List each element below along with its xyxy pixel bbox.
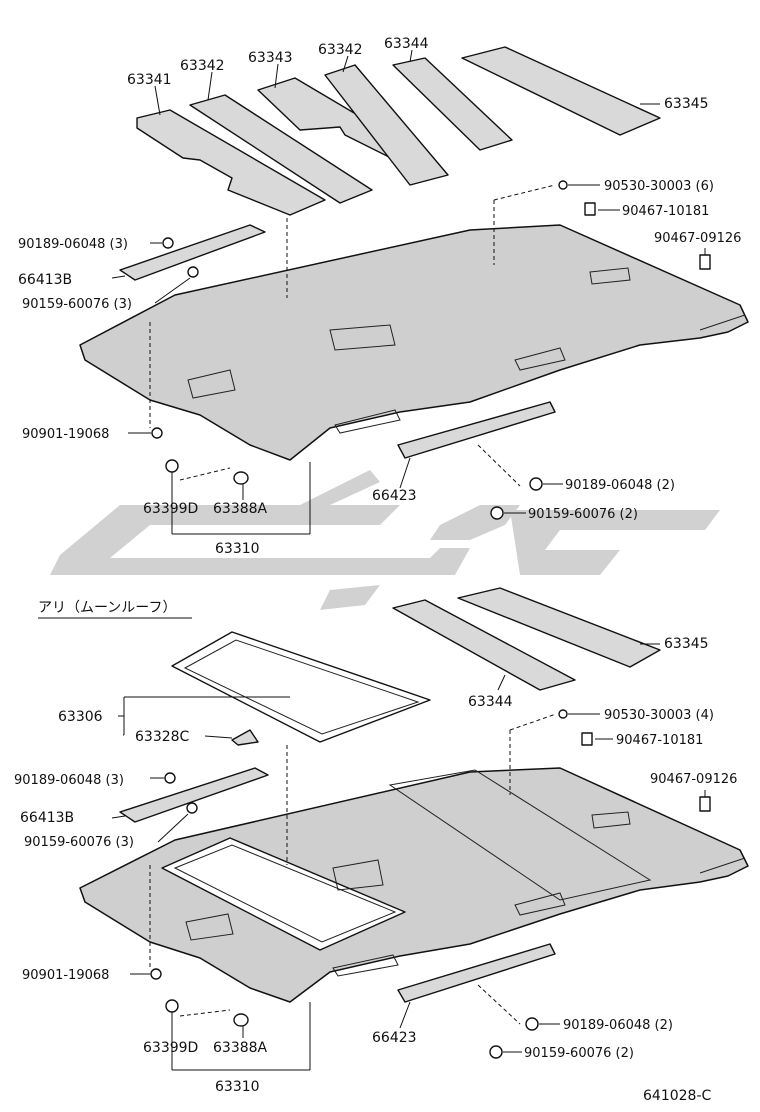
section-title: アリ（ムーンルーフ） — [38, 600, 176, 616]
part-63399D-icon — [165, 459, 179, 473]
label-90467-10181-bottom: 90467-10181 — [616, 733, 703, 748]
top-fasteners — [151, 180, 711, 520]
pad-63344-bottom — [392, 599, 576, 691]
clip-90530-icon — [558, 180, 568, 190]
pad-63341 — [136, 109, 326, 216]
label-63399D: 63399D — [143, 501, 198, 517]
clip-90467-09126-icon — [699, 254, 711, 270]
label-66423-bottom: 66423 — [372, 1030, 417, 1046]
bottom-labels: 63345 63344 63306 63328C 90530-30003 (4)… — [14, 636, 737, 1095]
label-90189-right: 90189-06048 (2) — [565, 478, 675, 493]
label-63345-bottom: 63345 — [664, 636, 709, 652]
clip-90159-left-icon — [187, 266, 199, 278]
clip-90159-left-bottom-icon — [186, 802, 198, 814]
clip-90189-left-icon — [162, 237, 174, 249]
pad-63342-a — [189, 94, 373, 204]
part-63388A-icon — [233, 471, 249, 485]
part-63328C — [231, 729, 259, 746]
label-63310-bottom: 63310 — [215, 1079, 260, 1095]
label-90901: 90901-19068 — [22, 427, 109, 442]
top-leaders — [111, 49, 706, 535]
label-63345: 63345 — [664, 96, 709, 112]
bottom-strip-66413B — [119, 767, 269, 823]
top-strip-66413B — [119, 224, 266, 281]
label-90467-10181: 90467-10181 — [622, 204, 709, 219]
label-90901-bottom: 90901-19068 — [22, 968, 109, 983]
label-66423: 66423 — [372, 488, 417, 504]
clip-90467-10181-icon — [584, 202, 596, 216]
label-63388A-bottom: 63388A — [213, 1040, 268, 1056]
clip-90189-right-bottom-icon — [525, 1017, 539, 1031]
clip-90159-right-bottom-icon — [489, 1045, 503, 1059]
panel-63306 — [171, 631, 431, 743]
label-90159-left: 90159-60076 (3) — [22, 297, 132, 312]
clip-90189-left-bottom-icon — [164, 772, 176, 784]
pad-63345-bottom — [457, 587, 661, 668]
top-headliner — [79, 224, 749, 461]
top-strip-66423 — [397, 401, 556, 459]
clip-90467-10181-bottom-icon — [581, 732, 593, 746]
bottom-headliner — [79, 767, 749, 1003]
label-63342-a: 63342 — [180, 58, 225, 74]
bottom-strip-66423 — [397, 943, 556, 1003]
top-labels: 63341 63342 63343 63342 63344 63345 9053… — [18, 36, 741, 557]
bottom-pads — [171, 587, 661, 746]
label-66413B-bottom: 66413B — [20, 810, 74, 826]
clip-90901-icon — [151, 427, 163, 439]
label-90189-right-bottom: 90189-06048 (2) — [563, 1018, 673, 1033]
label-90530: 90530-30003 (6) — [604, 179, 714, 194]
label-66413B: 66413B — [18, 272, 72, 288]
label-90189-left-bottom: 90189-06048 (3) — [14, 773, 124, 788]
pad-63344 — [392, 57, 513, 151]
label-63306: 63306 — [58, 709, 103, 725]
label-90530-bottom: 90530-30003 (4) — [604, 708, 714, 723]
label-90159-left-bottom: 90159-60076 (3) — [24, 835, 134, 850]
label-63310: 63310 — [215, 541, 260, 557]
label-63399D-bottom: 63399D — [143, 1040, 198, 1056]
label-63343: 63343 — [248, 50, 293, 66]
label-63341: 63341 — [127, 72, 172, 88]
label-63388A: 63388A — [213, 501, 268, 517]
clip-90189-right-icon — [529, 477, 543, 491]
part-63399D-bottom-icon — [165, 999, 179, 1013]
label-90159-right-bottom: 90159-60076 (2) — [524, 1046, 634, 1061]
clip-90901-bottom-icon — [150, 968, 162, 980]
part-63388A-bottom-icon — [233, 1013, 249, 1027]
bottom-fasteners — [150, 709, 711, 1059]
label-63342-b: 63342 — [318, 42, 363, 58]
label-63344: 63344 — [384, 36, 429, 52]
label-90467-09126: 90467-09126 — [654, 231, 741, 246]
clip-90530-bottom-icon — [558, 709, 568, 719]
label-63344-bottom: 63344 — [468, 694, 513, 710]
label-90467-09126-bottom: 90467-09126 — [650, 772, 737, 787]
label-63328C: 63328C — [135, 729, 190, 745]
pad-63345 — [461, 46, 661, 136]
top-pads — [136, 46, 661, 216]
clip-90467-09126-bottom-icon — [699, 796, 711, 812]
label-90159-right: 90159-60076 (2) — [528, 507, 638, 522]
pad-63342-b — [324, 64, 449, 186]
label-90189-left: 90189-06048 (3) — [18, 237, 128, 252]
bottom-leaders — [111, 643, 706, 1071]
figure-code: 641028-C — [643, 1088, 711, 1104]
clip-90159-right-icon — [490, 506, 504, 520]
